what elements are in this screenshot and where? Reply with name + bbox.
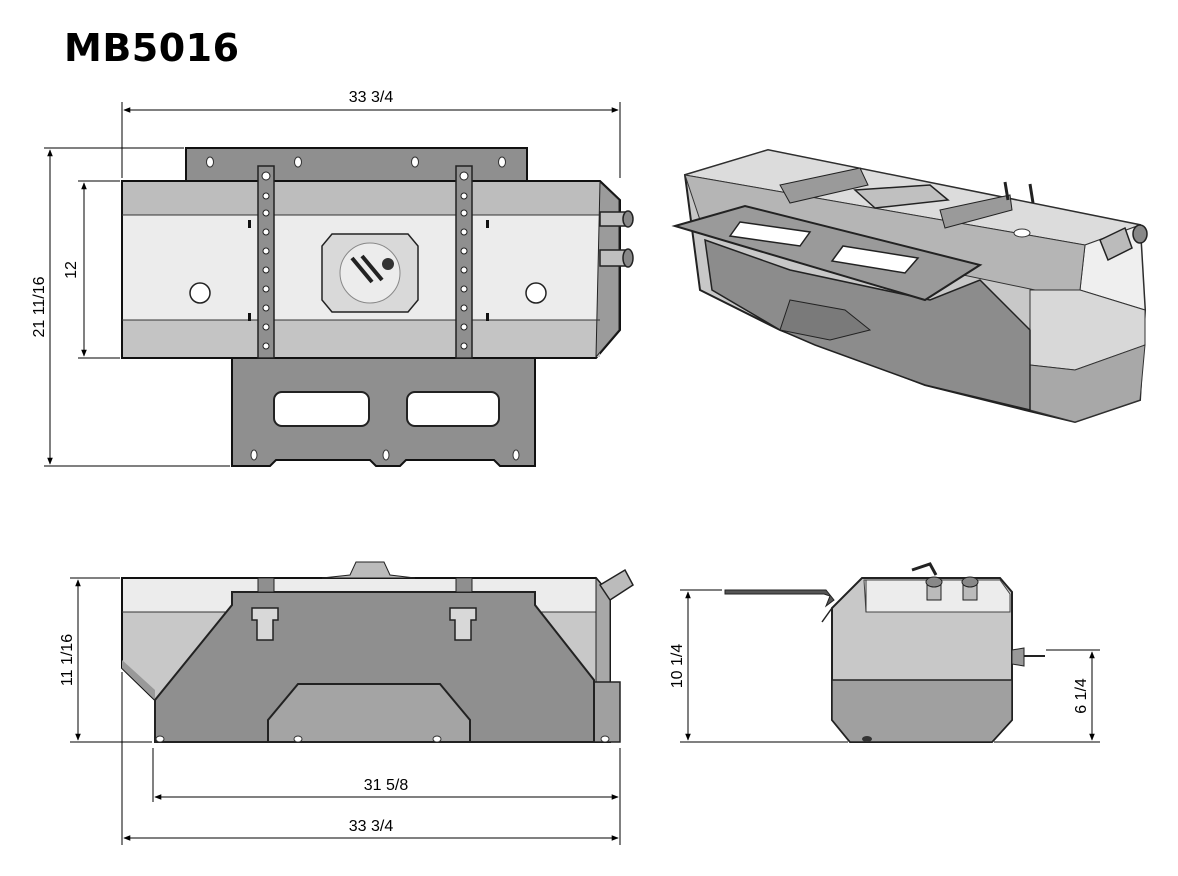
side-view [724,562,1045,743]
isometric-filler-neck [1099,224,1148,262]
side-mount-bracket [724,589,835,608]
dim-label-front-overall-width: 33 3/4 [349,818,394,835]
isometric-view [671,148,1148,424]
dimension-front-overall-width [121,672,621,845]
dimension-side-height [680,589,848,743]
dim-label-top-width: 33 3/4 [349,89,394,106]
dimension-front-height [70,577,152,743]
dim-label-base-width: 31 5/8 [364,777,409,794]
front-filler-neck [598,568,634,602]
lower-skid-plate [231,357,536,467]
dimension-overall-height [44,147,230,467]
front-view [121,561,634,743]
tank-strap [257,165,473,359]
dimension-top-height [78,180,120,359]
filler-pipe [599,210,634,268]
fuel-sender-plate [321,233,419,313]
dimension-top-width [121,102,621,178]
side-fittings [911,562,979,601]
dim-label-overall-height: 21 11/16 [31,276,48,337]
dimension-base-width [152,748,621,802]
dim-label-side-lower-height: 6 1/4 [1073,678,1090,714]
dim-label-side-height: 10 1/4 [669,644,686,689]
dimension-side-lower-height [994,649,1100,743]
top-view [121,147,634,467]
top-mount-plate [185,147,528,185]
dim-label-top-height: 12 [63,261,80,279]
model-title: MB5016 [64,26,240,70]
dim-label-front-height: 11 1/16 [59,634,76,686]
